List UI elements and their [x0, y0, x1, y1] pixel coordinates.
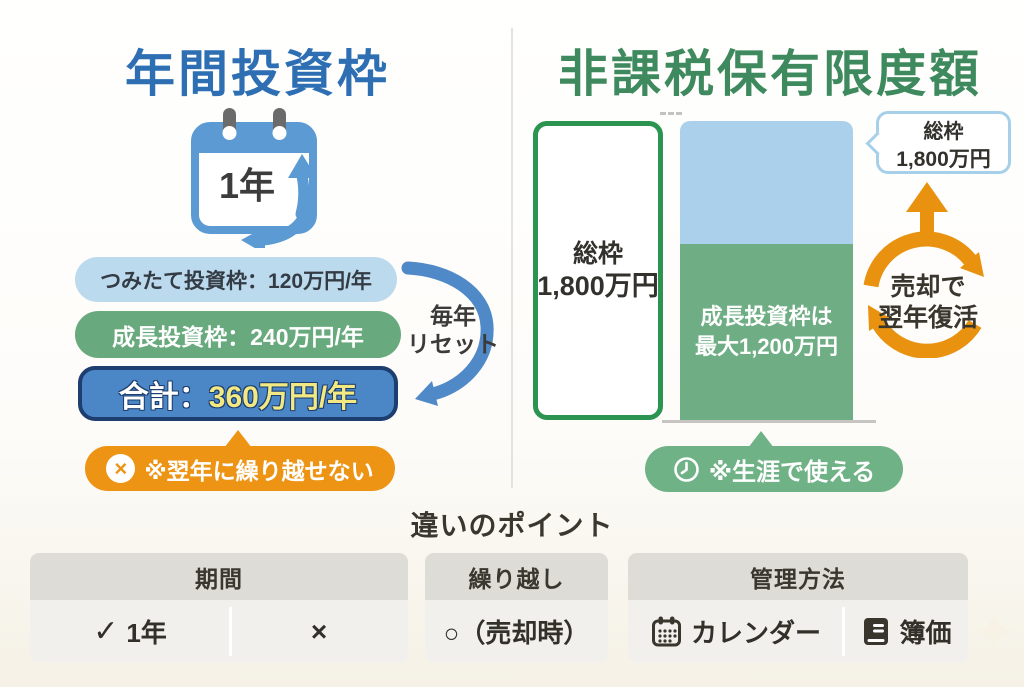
period-card: 期間 ✓ 1年 ×	[30, 553, 408, 663]
period-body: ✓ 1年 ×	[30, 600, 408, 663]
carryover-value: ○（売却時）	[443, 618, 590, 648]
clock-icon	[673, 456, 699, 482]
total-frame-bubble: 総枠 1,800万円	[865, 111, 1011, 174]
cell-divider	[229, 607, 232, 656]
lifetime-use-note: ※生涯で使える	[645, 446, 903, 492]
carryover-card: 繰り越し ○（売却時）	[425, 553, 608, 663]
period-header: 期間	[30, 553, 408, 600]
tsumitate-limit-pill: つみたて投資枠：120万円/年	[75, 257, 397, 302]
comparison-heading: 違いのポイント	[410, 510, 614, 541]
sell-restore-cycle-icon	[863, 182, 984, 358]
growth-bar-segment: 成長投資枠は 最大1,200万円	[680, 244, 853, 420]
total-frame-label: 総枠 1,800万円	[537, 240, 659, 301]
management-header: 管理方法	[628, 553, 968, 600]
sparkle-icon	[972, 610, 1016, 654]
annual-limit-title: 年間投資枠	[125, 46, 390, 102]
cross-circle-icon: ×	[106, 454, 136, 483]
cell-divider	[842, 607, 845, 656]
lifetime-limit-title: 非課税保有限度額	[558, 46, 982, 102]
management-right-cell: 簿価	[845, 600, 968, 663]
total-label: 合計：	[118, 380, 209, 414]
bar-baseline	[662, 420, 876, 423]
carryover-body: ○（売却時）	[425, 600, 608, 663]
carryover-header: 繰り越し	[425, 553, 608, 600]
sell-restore-label: 売却で 翌年復活	[877, 273, 978, 332]
cross-mark: ×	[310, 615, 328, 647]
calendar-small-icon	[651, 616, 681, 647]
lifetime-use-text: ※生涯で使える	[708, 458, 876, 486]
frame-bar-dashes	[660, 112, 682, 115]
total-value: 360万円/年	[208, 380, 358, 414]
calendar-year-icon: 1年	[191, 108, 317, 248]
check-icon: ✓	[93, 615, 119, 648]
no-carryover-text: ※翌年に繰り越せない	[144, 457, 374, 484]
management-body: カレンダー 簿価	[628, 600, 968, 663]
growth-limit-pill: 成長投資枠：240万円/年	[75, 311, 401, 358]
tsumitate-bar-segment	[680, 121, 853, 244]
period-left-cell: ✓ 1年	[93, 615, 167, 648]
carryover-note-pointer	[224, 430, 252, 448]
calendar-year-text: 1年	[219, 165, 275, 206]
management-card: 管理方法 カレンダー	[628, 553, 968, 663]
lifetime-note-pointer	[748, 431, 774, 448]
total-limit-pill: 合計：360万円/年	[78, 366, 398, 421]
panel-divider	[511, 28, 513, 488]
annual-reset-arrow-icon	[401, 261, 494, 406]
annual-reset-label: 毎年 リセット	[407, 303, 499, 357]
limit-stacked-bar: 成長投資枠は 最大1,200万円	[680, 121, 853, 420]
book-icon	[864, 617, 889, 645]
total-frame-box	[533, 121, 663, 420]
management-left-cell: カレンダー	[628, 600, 843, 663]
period-right-cell: ×	[230, 600, 408, 663]
no-carryover-note: × ※翌年に繰り越せない	[85, 446, 395, 491]
